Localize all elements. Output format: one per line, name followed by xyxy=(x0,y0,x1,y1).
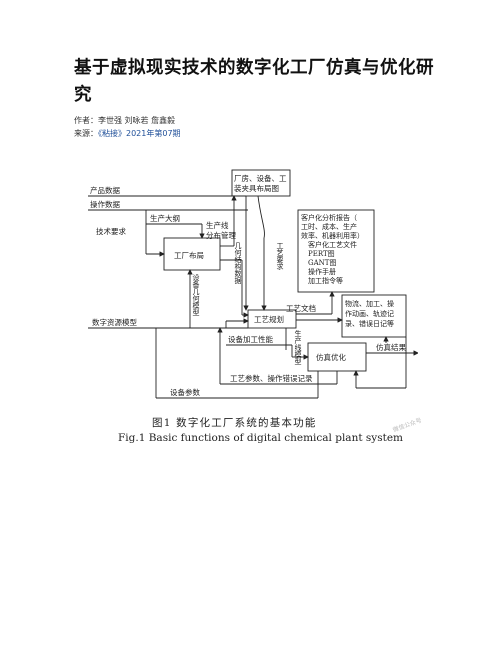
figure-caption-en: Fig.1 Basic functions of digital chemica… xyxy=(118,432,403,444)
page-title: 基于虚拟现实技术的数字化工厂仿真与优化研究 xyxy=(74,58,434,105)
figure-diagram: 产品数据 操作数据 生产大纲 技术要求 生产线 分布管理 厂房、设备、工 装夹具… xyxy=(86,150,419,405)
report-line: 加工指令等 xyxy=(308,276,343,285)
source-journal: 《粘接》2021年第07期 xyxy=(98,129,181,138)
label-process-requirement: 工艺要求 xyxy=(276,242,284,270)
label-operation-data: 操作数据 xyxy=(90,199,120,209)
label-simulation-result: 仿真结果 xyxy=(376,342,406,352)
report-line: 客户化分析报告（ xyxy=(301,213,357,222)
report-line: 客户化工艺文件 xyxy=(308,240,357,249)
label-product-data: 产品数据 xyxy=(90,185,120,195)
author-names: 李世强 刘咏若 詹鑫毅 xyxy=(98,116,176,125)
label-plant-drawing-1: 厂房、设备、工 xyxy=(234,173,287,183)
label-production-line-model: 生产线模型 xyxy=(294,329,302,365)
author-label: 作者： xyxy=(74,116,98,125)
label-process-document: 工艺文档 xyxy=(286,303,316,313)
label-line-mgmt-2: 分布管理 xyxy=(206,230,236,240)
label-factory-layout: 工厂布局 xyxy=(174,250,204,260)
label-line-mgmt-1: 生产线 xyxy=(206,220,229,230)
label-equipment-geometry-model: 设备几何模型 xyxy=(192,273,200,316)
report-line: 效率、机器利用率） xyxy=(301,231,364,240)
author-line: 作者：李世强 刘咏若 詹鑫毅 xyxy=(74,116,175,126)
label-equipment-params: 设备参数 xyxy=(170,387,200,397)
diagram-svg: 产品数据 操作数据 生产大纲 技术要求 生产线 分布管理 厂房、设备、工 装夹具… xyxy=(88,169,419,399)
label-equipment-capability: 设备加工性能 xyxy=(228,334,273,344)
label-simulation-optimization: 仿真优化 xyxy=(316,352,346,362)
report-line: 工时、成本、生产 xyxy=(301,222,357,231)
label-digital-resource-model: 数字资源模型 xyxy=(92,317,137,327)
source-line: 来源：《粘接》2021年第07期 xyxy=(74,129,181,139)
label-geometry-data: 几何结构数据 xyxy=(234,242,242,285)
label-plant-drawing-2: 装夹具布局图 xyxy=(234,183,279,193)
box-customer-report xyxy=(297,209,375,293)
report-line: 操作手册 xyxy=(308,267,336,276)
label-production-outline: 生产大纲 xyxy=(150,213,180,223)
animation-line: 作动画、轨迹记 xyxy=(345,309,394,318)
box-animation-log xyxy=(341,294,407,338)
box-plant-layout-drawing xyxy=(231,169,291,197)
animation-line: 物流、加工、操 xyxy=(345,299,394,308)
report-line: GANT图 xyxy=(308,259,336,267)
label-tech-requirements: 技术要求 xyxy=(96,226,126,236)
figure-caption-cn: 图1 数字化工厂系统的基本功能 xyxy=(152,417,317,429)
watermark: 微信公众号 xyxy=(392,417,423,434)
label-params-errors: 工艺参数、操作错误记录 xyxy=(230,373,313,383)
label-process-planning: 工艺规划 xyxy=(254,314,284,324)
source-label: 来源： xyxy=(74,129,98,138)
report-line: PERT图 xyxy=(308,250,335,258)
animation-line: 录、错误日记等 xyxy=(345,319,394,328)
